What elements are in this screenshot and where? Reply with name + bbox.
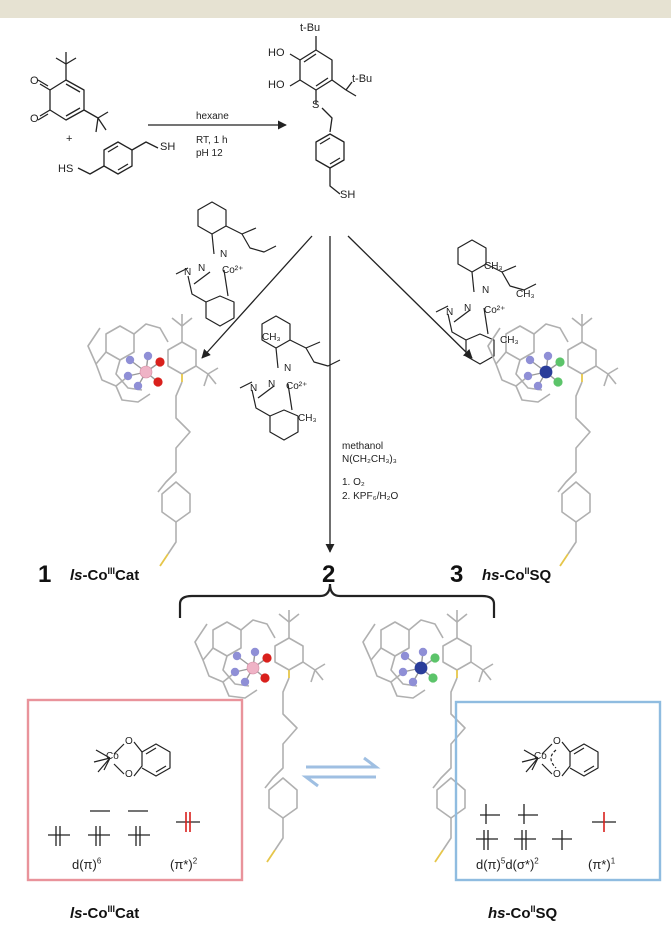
- complex-right-ch3-2: CH₃: [516, 289, 535, 300]
- cond-mid-step1: 1. O₂: [342, 477, 365, 488]
- quinone-o2: O: [30, 113, 39, 125]
- compound-3-number: 3: [450, 561, 464, 588]
- ls-o2-label: O: [125, 769, 133, 780]
- dithiol-sh-right: SH: [160, 141, 176, 153]
- complex-left-n3: N: [184, 267, 192, 278]
- quinone-structure: [37, 52, 109, 133]
- complex-right-structure: [435, 239, 537, 365]
- complex-right-ch3-1: CH₃: [484, 261, 503, 272]
- product-tbu-right: t-Bu: [352, 73, 373, 85]
- complex-middle-n3: N: [250, 383, 258, 394]
- complex-middle-structure: [239, 315, 341, 441]
- ls-o1-label: O: [125, 736, 133, 747]
- hs-pi-config: (π*)1: [588, 856, 616, 872]
- ls-pi-star-spins: [185, 812, 191, 832]
- product-structure: [289, 36, 357, 195]
- quinone-o1: O: [30, 75, 39, 87]
- hs-co-label: Co: [534, 751, 547, 762]
- product-sh: SH: [340, 189, 356, 201]
- complex-left-co: Co²⁺: [222, 265, 244, 276]
- complex-middle-n1: N: [284, 363, 292, 374]
- compound-1-number: 1: [38, 561, 52, 588]
- molecule-2-hs-model: [362, 609, 494, 863]
- product-tbu-top: t-Bu: [300, 22, 321, 34]
- complex-middle-ch3-1: CH₃: [262, 332, 281, 343]
- hs-semiquinone-drawing: [521, 741, 599, 777]
- dithiol-structure: [77, 141, 159, 175]
- compound-1-label: ls-CoIIICat: [70, 566, 140, 584]
- molecule-2-ls-model: [194, 609, 326, 863]
- complex-left-structure: [175, 201, 277, 327]
- ls-box: [26, 698, 244, 882]
- complex-middle-co: Co²⁺: [286, 381, 308, 392]
- complex-right-ch3-3: CH₃: [500, 335, 519, 346]
- dithiol-hs-left: HS: [58, 163, 74, 175]
- complex-left-n2: N: [198, 263, 206, 274]
- hs-orbital-diagram: [476, 804, 616, 850]
- compound-2-number: 2: [322, 561, 336, 588]
- product-ho-1: HO: [268, 47, 285, 59]
- hs-o2-label: O: [553, 769, 561, 780]
- cond-top-line2: pH 12: [196, 148, 223, 159]
- ls-co-label: Co: [106, 751, 119, 762]
- complex-right-n3: N: [446, 307, 454, 318]
- complex-middle-n2: N: [268, 379, 276, 390]
- complex-middle-ch3-2: CH₃: [298, 413, 317, 424]
- arrow-to-3: [347, 235, 473, 359]
- top-strip: [0, 0, 671, 18]
- molecule-3-model: [487, 313, 619, 567]
- bottom-label-hs: hs-CoIISQ: [488, 904, 558, 922]
- product-s: S: [312, 99, 320, 111]
- brace: [178, 583, 496, 618]
- ls-pi-config: (π*)2: [170, 856, 198, 872]
- arrow-to-1: [201, 235, 313, 359]
- complex-right-co: Co²⁺: [484, 305, 506, 316]
- cond-mid-solvent: methanol: [342, 441, 384, 452]
- hs-o1-label: O: [553, 736, 561, 747]
- complex-right-n2: N: [464, 303, 472, 314]
- reagent-plus: +: [66, 133, 73, 145]
- hs-d-config: d(π)5d(σ*)2: [476, 856, 539, 872]
- complex-left-n1: N: [220, 249, 228, 260]
- cond-mid-base: N(CH₂CH₃)₃: [342, 454, 397, 465]
- compound-3-label: hs-CoIISQ: [482, 566, 552, 584]
- ls-catecholate-drawing: [93, 741, 171, 777]
- equilibrium-arrows: [301, 756, 381, 788]
- ls-d-config: d(π)6: [72, 856, 102, 872]
- cond-mid-step2: 2. KPF₆/H₂O: [342, 491, 399, 502]
- product-ho-2: HO: [268, 79, 285, 91]
- complex-right-n1: N: [482, 285, 490, 296]
- cond-top-solvent: hexane: [196, 111, 229, 122]
- ls-orbital-diagram: [48, 810, 200, 846]
- hs-box: [454, 700, 662, 882]
- cond-top-line1: RT, 1 h: [196, 135, 228, 146]
- bottom-label-ls: ls-CoIIICat: [70, 904, 140, 922]
- molecule-1-model: [87, 313, 219, 567]
